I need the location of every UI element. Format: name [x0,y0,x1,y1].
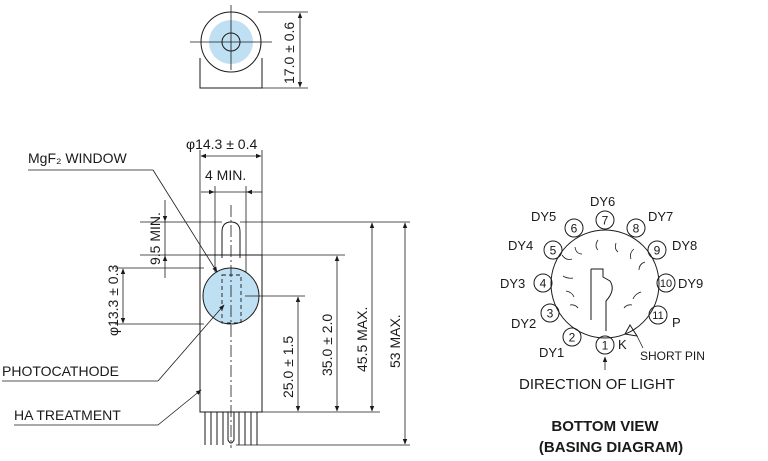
pin-9-number: 9 [654,244,661,258]
bottom-view-subtitle: (BASING DIAGRAM) [539,439,683,456]
pin-9: 9 [647,240,667,260]
label-dy3: DY3 [500,276,525,291]
dim-window-dia: φ13.3 ± 0.3 [105,265,121,336]
pin-5-number: 5 [550,244,557,258]
pin-1: 1 [595,335,615,355]
short-pin-marker [624,324,639,337]
bottom-view-title: BOTTOM VIEW [551,418,659,435]
pin-5: 5 [543,240,563,260]
label-k: K [618,337,627,352]
label-window: MgF₂ WINDOW [28,150,128,166]
pin-2-number: 2 [569,331,576,345]
dim-pin-min: 9.5 MIN. [147,212,163,265]
dim-window-min: 4 MIN. [205,167,246,183]
dim-455: 45.5 MAX. [354,307,370,372]
pin-1-number: 1 [602,339,609,353]
pin-7-number: 7 [602,214,609,228]
bottom-pins [204,412,258,445]
top-view-dim-height: 17.0 ± 0.6 [281,22,297,84]
base-pin-stubs [561,239,646,309]
label-dy7: DY7 [648,209,673,224]
label-dy4: DY4 [508,238,533,253]
pin-6: 6 [564,218,584,238]
direction-label: DIRECTION OF LIGHT [519,376,675,393]
label-dy2: DY2 [511,316,536,331]
short-pin-leader [636,335,644,349]
label-dy6: DY6 [590,194,615,209]
label-ha-leader [157,389,202,426]
dim-25: 25.0 ± 1.5 [280,336,296,398]
label-dy1: DY1 [539,345,564,360]
pin-3: 3 [540,303,560,323]
pin-11: 11 [648,305,668,325]
pin-4: 4 [533,273,553,293]
bottom-view: 1 2 3 4 5 6 7 8 9 10 11 DY1 DY2 DY3 DY4 … [500,194,705,456]
pin-10-number: 10 [660,278,672,290]
pin-7: 7 [595,210,615,230]
top-view: 17.0 ± 0.6 [190,5,308,89]
label-photocathode-leader [157,304,225,382]
base-internal-wiring [590,268,613,331]
pin-4-number: 4 [540,277,547,291]
base-circle [550,229,660,339]
pin-8-number: 8 [633,222,640,236]
dim-53: 53 MAX. [387,314,403,368]
pin-6-number: 6 [571,222,578,236]
label-dy5: DY5 [531,209,556,224]
top-view-base [199,58,263,89]
side-view: φ14.3 ± 0.4 4 MIN. MgF₂ WINDOW 9.5 MIN. … [2,136,410,448]
pin-10: 10 [656,273,676,293]
label-dy8: DY8 [672,238,697,253]
photocathode-outline [221,274,242,324]
label-dy9: DY9 [678,276,703,291]
pin-11-number: 11 [652,310,663,322]
label-ha: HA TREATMENT [14,407,121,423]
pin-2: 2 [562,327,582,347]
dim-35: 35.0 ± 2.0 [319,314,335,376]
label-window-leader [152,169,218,273]
short-pin-label: SHORT PIN [640,349,705,363]
dim-diameter: φ14.3 ± 0.4 [186,136,257,152]
label-p: P [672,315,681,330]
pin-3-number: 3 [547,307,554,321]
label-photocathode: PHOTOCATHODE [2,363,119,379]
pin-8: 8 [626,218,646,238]
